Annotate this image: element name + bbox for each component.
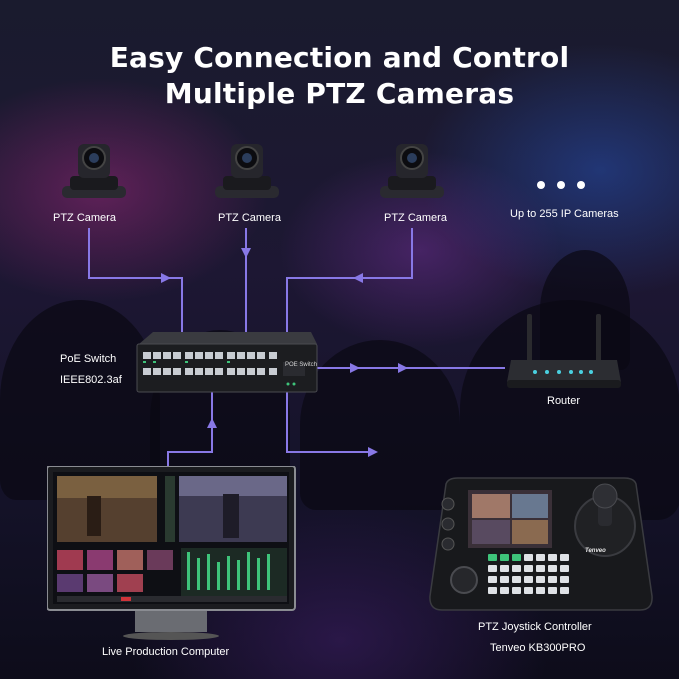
poe-switch-device xyxy=(136,332,318,393)
ptz-joystick-controller-icon xyxy=(429,477,653,611)
computer-label: Live Production Computer xyxy=(102,646,230,658)
arrow-camera-3 xyxy=(353,273,363,283)
line-controller xyxy=(286,392,375,453)
ptz-camera-3-icon xyxy=(380,144,444,198)
switch-device-text: POE Switch xyxy=(285,362,318,368)
line-camera-3 xyxy=(286,228,413,334)
camera-3-label: PTZ Camera xyxy=(384,212,447,224)
more-cameras-label: Up to 255 IP Cameras xyxy=(510,208,619,220)
camera-2-label: PTZ Camera xyxy=(218,212,281,224)
router-icon xyxy=(507,314,621,388)
controller-label-line-2: Tenveo KB300PRO xyxy=(490,642,586,654)
arrow-camera-1 xyxy=(161,273,171,283)
title-line-2: Multiple PTZ Cameras xyxy=(164,77,515,110)
router-label: Router xyxy=(547,395,581,407)
switch-label-line-2: IEEE802.3af xyxy=(60,374,122,386)
switch-label-line-1: PoE Switch xyxy=(60,353,117,365)
ptz-camera-2-icon xyxy=(215,144,279,198)
line-camera-1 xyxy=(88,228,183,334)
arrow-router-1 xyxy=(350,363,360,373)
controller-brand-text: Tenveo xyxy=(585,548,606,554)
arrow-camera-2 xyxy=(241,248,251,258)
more-cameras-dots xyxy=(537,181,585,189)
arrow-computer xyxy=(207,418,217,428)
controller-label-line-1: PTZ Joystick Controller xyxy=(478,621,592,633)
ptz-camera-1-icon xyxy=(62,144,126,198)
arrow-controller xyxy=(368,447,378,457)
arrow-router-2 xyxy=(398,363,408,373)
title-line-1: Easy Connection and Control xyxy=(109,41,570,74)
camera-1-label: PTZ Camera xyxy=(53,212,116,224)
live-production-computer-icon xyxy=(47,466,296,640)
